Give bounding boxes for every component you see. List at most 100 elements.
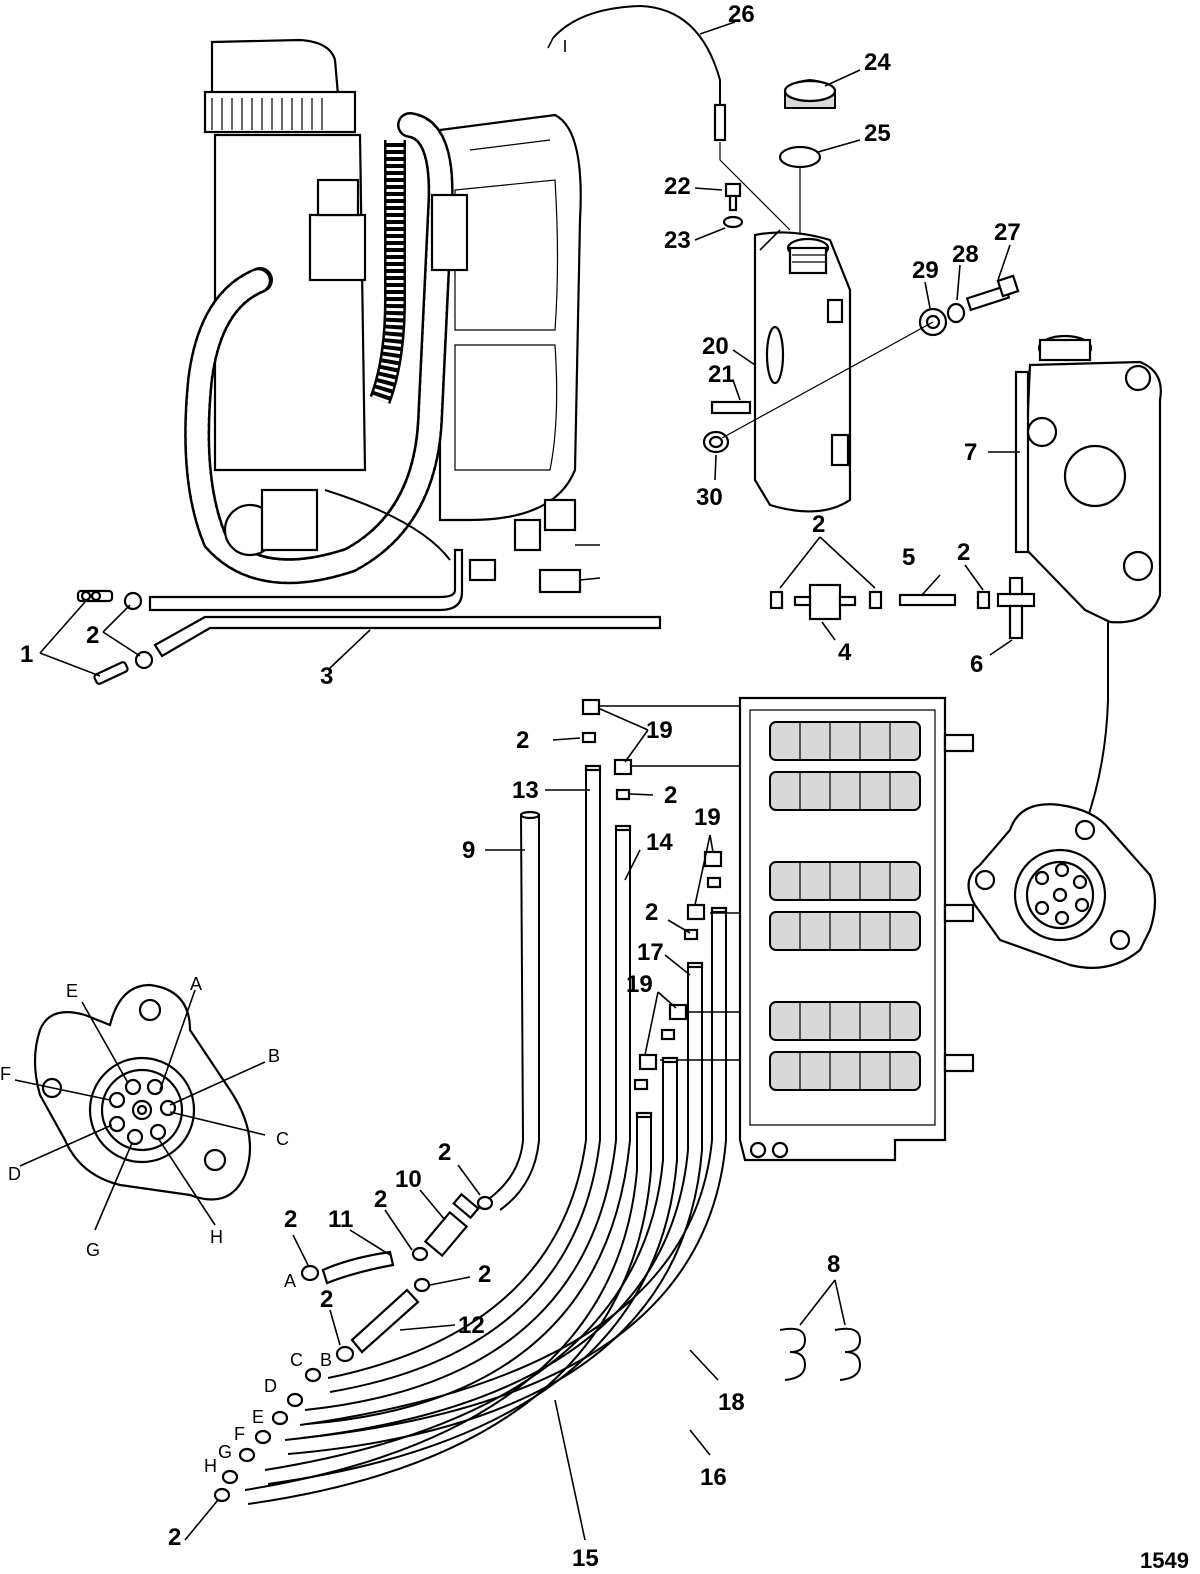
callout-29: 29 [912, 257, 939, 284]
callout-10: 10 [395, 1166, 422, 1193]
clip-8 [779, 1327, 862, 1381]
callout-2: 2 [478, 1261, 491, 1288]
hose-letter-h: H [204, 1456, 217, 1476]
callout-6: 6 [970, 651, 983, 678]
callout-9: 9 [462, 837, 475, 864]
leader-lines [184, 21, 1020, 1541]
callout-8: 8 [827, 1251, 840, 1278]
hose-end-letters: A B C D E F G H [204, 1271, 332, 1476]
fitting-1-upper [76, 589, 114, 603]
callout-1: 1 [20, 641, 33, 668]
callout-labels: 1 2 3 26 24 25 22 23 27 29 28 20 21 30 7… [20, 1, 1021, 1572]
oil-tank-7 [1014, 334, 1162, 881]
callout-11: 11 [328, 1206, 353, 1233]
port-letter-b: B [268, 1046, 280, 1066]
callout-2: 2 [168, 1524, 181, 1551]
screw-22 [724, 182, 742, 212]
callout-2: 2 [438, 1139, 451, 1166]
hose-letter-c: C [290, 1350, 303, 1370]
hose-11 [321, 1250, 395, 1285]
callout-2: 2 [86, 622, 99, 649]
callout-19: 19 [694, 804, 721, 831]
hose-letter-f: F [234, 1424, 245, 1444]
callout-16: 16 [700, 1464, 727, 1491]
seal-25 [778, 145, 822, 169]
callout-25: 25 [864, 120, 891, 147]
hose-9 [489, 810, 541, 1211]
figure-number: 1549 [1140, 1548, 1189, 1573]
callout-2: 2 [957, 539, 970, 566]
callout-13: 13 [512, 777, 539, 804]
port-letter-f: F [0, 1064, 11, 1084]
callout-28: 28 [952, 241, 979, 268]
callout-2: 2 [664, 782, 677, 809]
hose-5 [898, 593, 957, 607]
fitting-1-lower [93, 661, 129, 685]
oil-pump-right [967, 803, 1157, 969]
hose-letter-d: D [264, 1376, 277, 1396]
pump-port-detail [14, 983, 266, 1231]
clamp-2-filter-left [769, 590, 784, 610]
port-letter-h: H [210, 1227, 223, 1247]
callout-21: 21 [708, 361, 735, 388]
port-letter-a: A [190, 974, 202, 994]
fitting-10 [423, 1192, 480, 1258]
callout-20: 20 [702, 333, 729, 360]
callout-24: 24 [864, 49, 891, 76]
port-letter-e: E [66, 981, 78, 1001]
callout-18: 18 [718, 1389, 745, 1416]
small-clamps-2 [581, 731, 722, 1091]
hose-letter-b: B [320, 1350, 332, 1370]
port-letter-c: C [276, 1129, 289, 1149]
callout-3: 3 [320, 663, 333, 690]
fuel-filter-4 [793, 583, 857, 621]
hose-letter-e: E [252, 1407, 264, 1427]
engine-assembly [148, 38, 662, 658]
callout-2: 2 [645, 899, 658, 926]
callout-2: 2 [284, 1206, 297, 1233]
callout-2: 2 [320, 1286, 333, 1313]
grommet-30 [702, 430, 730, 454]
hose-17 [284, 961, 704, 1455]
reservoir-20 [753, 229, 852, 513]
callout-15: 15 [572, 1545, 599, 1572]
callout-19: 19 [626, 971, 653, 998]
callout-2: 2 [374, 1186, 387, 1213]
elbows-19 [581, 698, 723, 1071]
hose-letter-a: A [284, 1271, 296, 1291]
callout-7: 7 [964, 439, 977, 466]
hose-letter-g: G [218, 1442, 232, 1462]
hose-18 [299, 906, 728, 1439]
callout-5: 5 [902, 544, 915, 571]
cap-24 [783, 78, 837, 109]
detail-port-letters: A B C D E F G H [0, 974, 289, 1260]
callout-14: 14 [646, 829, 673, 856]
reed-block-assembly [600, 696, 975, 1162]
hose-14 [304, 824, 632, 1425]
callout-17: 17 [637, 939, 664, 966]
callout-2: 2 [516, 727, 529, 754]
callout-12: 12 [458, 1312, 485, 1339]
callout-26: 26 [728, 1, 755, 28]
hose-15 [244, 1111, 653, 1505]
hose-12 [350, 1288, 420, 1354]
clamp-2-filter-right [868, 590, 883, 610]
sensor-wire-26 [547, 4, 727, 142]
label-21 [710, 400, 752, 415]
callout-27: 27 [994, 219, 1021, 246]
port-letter-g: G [86, 1240, 100, 1260]
washer-23 [722, 215, 744, 229]
callout-23: 23 [664, 227, 691, 254]
bolt-27 [965, 274, 1020, 312]
hose-16 [264, 1056, 679, 1485]
callout-2: 2 [812, 511, 825, 538]
washer-28 [946, 302, 966, 324]
tee-fitting-6 [996, 576, 1036, 640]
port-letter-d: D [8, 1164, 21, 1184]
callout-22: 22 [664, 173, 691, 200]
callout-4: 4 [838, 639, 852, 666]
clamps-hose-ends [213, 1195, 494, 1503]
callout-19: 19 [646, 717, 673, 744]
clamp-2-tee [976, 590, 991, 610]
